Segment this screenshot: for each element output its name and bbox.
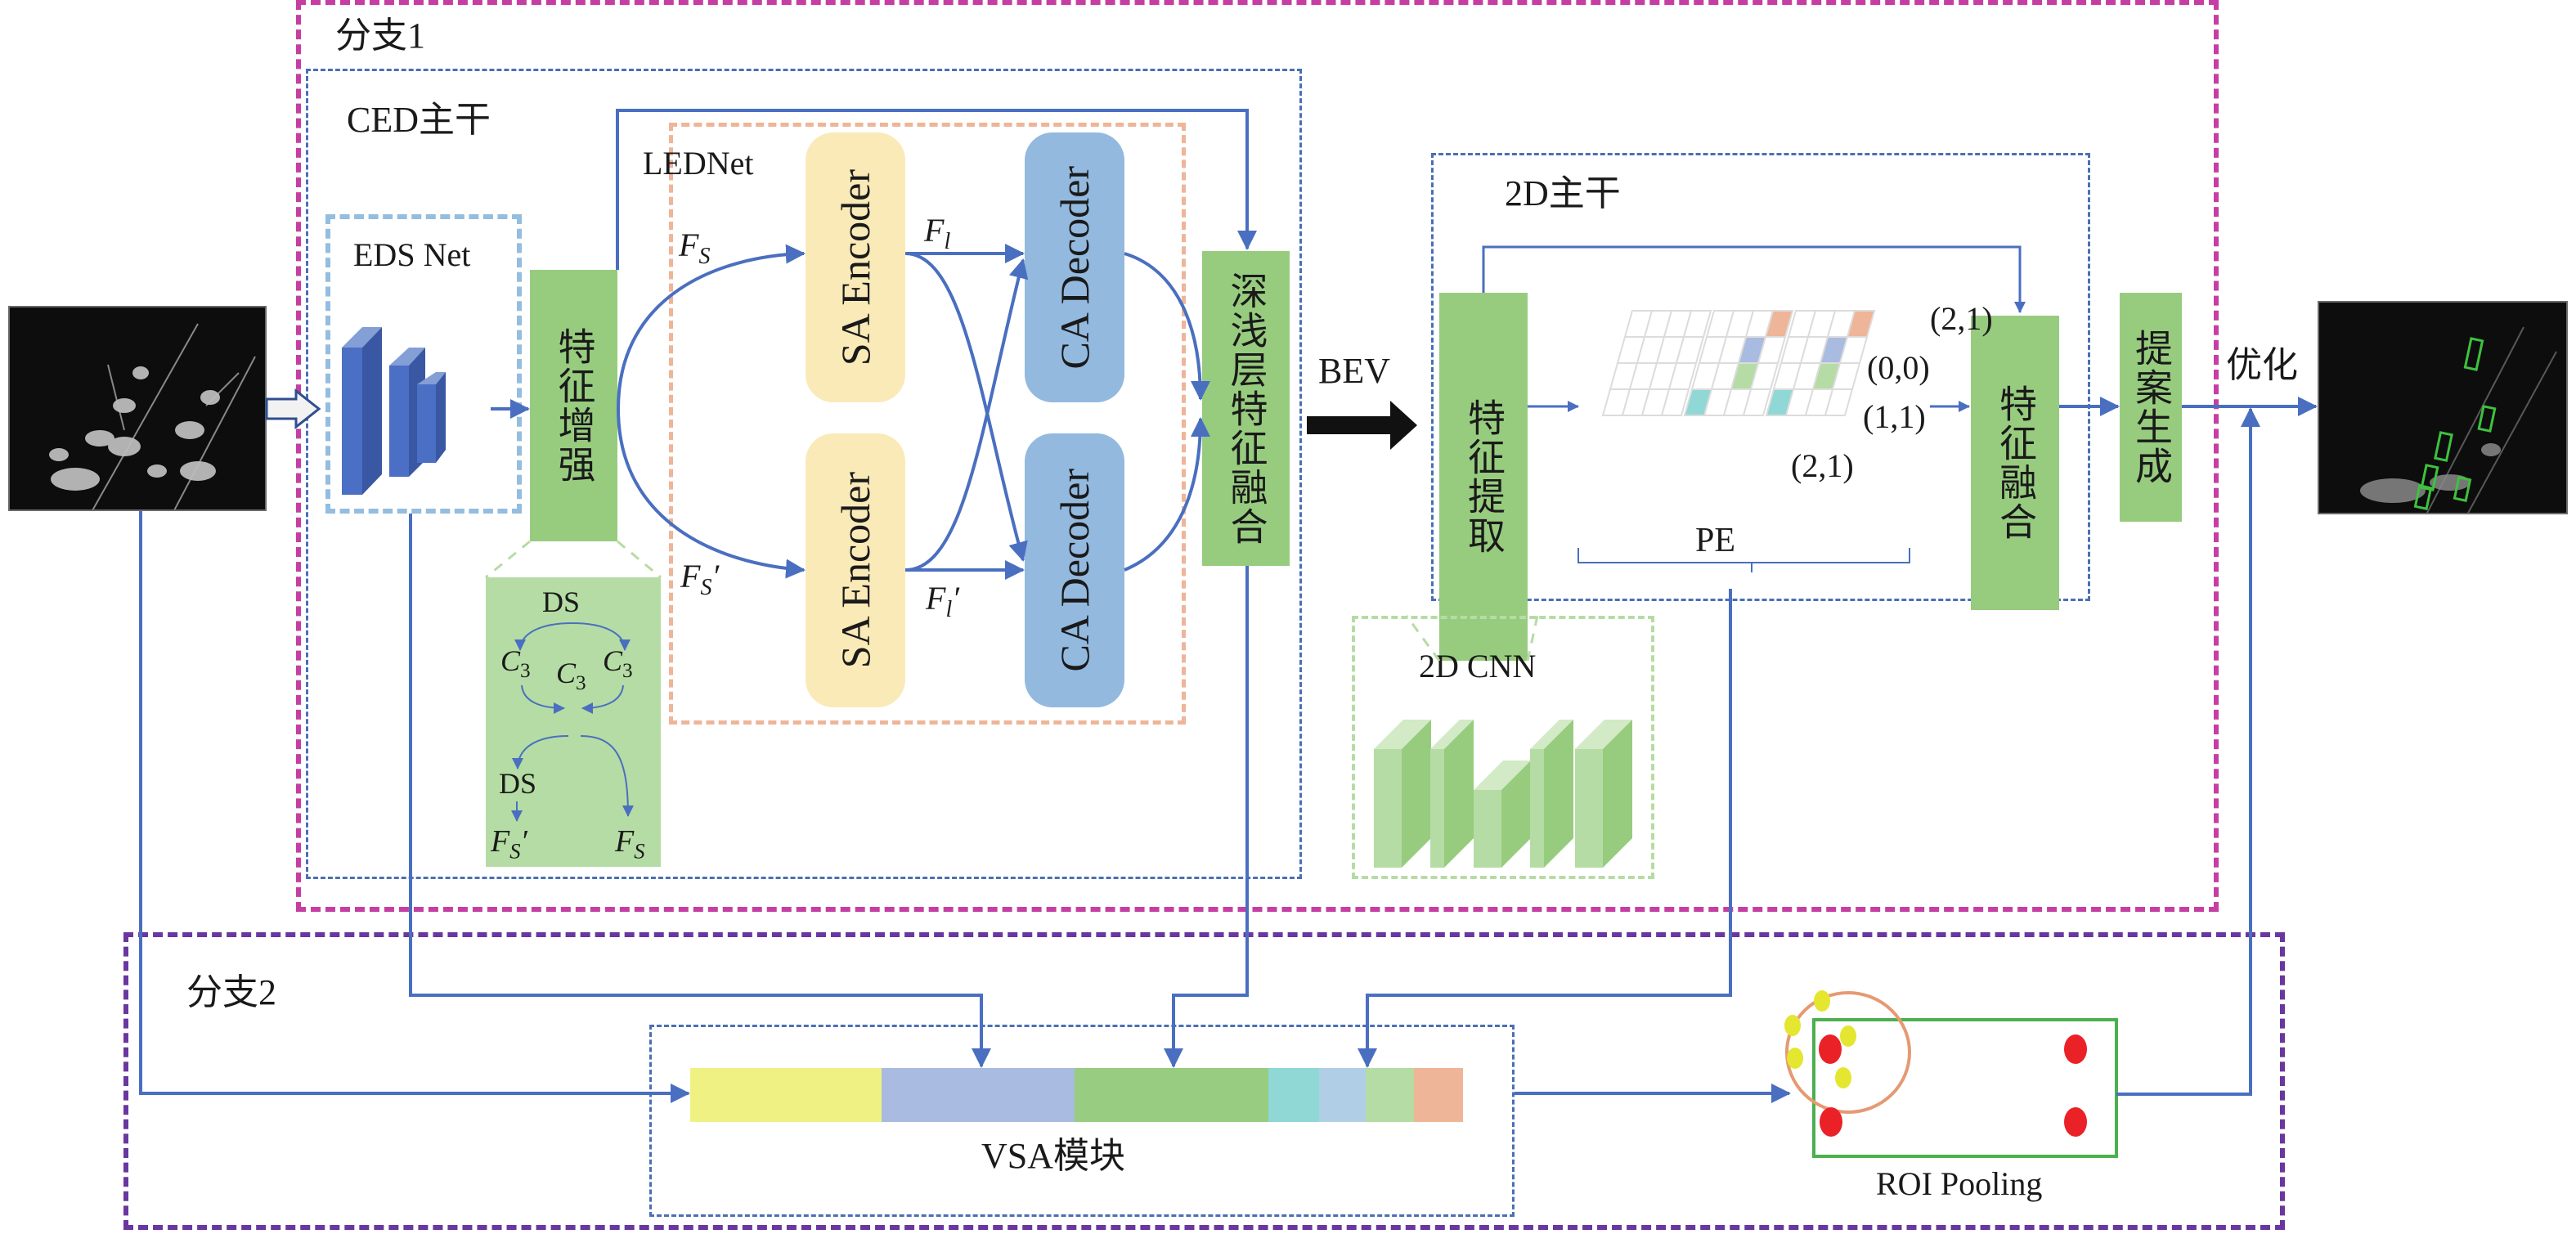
pe-coord-2: (0,0) (1867, 349, 1930, 386)
feature-enhance-label: 特征增强 (553, 327, 595, 484)
ds-bottom-label: DS (499, 767, 537, 800)
fs-prime-label: FS′ (680, 560, 719, 599)
fs-prime-sub: S (700, 575, 712, 600)
ds-out-left-sub: S (509, 838, 521, 864)
fl-prime-mark: ′ (952, 580, 959, 617)
proposal-generation-block: 提案生成 (2120, 293, 2182, 522)
fs-text: F (679, 227, 699, 263)
detection-boxes (2360, 326, 2557, 513)
branch1-label: 分支1 (335, 16, 425, 56)
fl-label: Fl (924, 214, 950, 254)
vsa-segment-6 (1366, 1068, 1414, 1122)
ds-detail-panel (486, 577, 661, 867)
backbone-2d-title: 2D主干 (1505, 173, 1621, 213)
fl-text: F (924, 212, 945, 249)
pe-coord-1: (2,1) (1930, 300, 1993, 337)
c3-center-text: C (556, 657, 577, 689)
ca-decoder-bottom: CA Decoder (1025, 433, 1124, 707)
c3-right-text: C (603, 644, 623, 677)
vsa-module-box (649, 1025, 1515, 1217)
branch2-label: 分支2 (186, 972, 276, 1012)
c3-left-text: C (500, 644, 521, 677)
ca-decoder-bottom-label: CA Decoder (1052, 469, 1097, 672)
feature-fusion-label: 特征融合 (1995, 384, 2036, 541)
roi-pooling-label: ROI Pooling (1876, 1165, 2043, 1202)
c3-right-sub: 3 (622, 660, 633, 683)
vsa-feature-bar (690, 1068, 1463, 1122)
sa-encoder-bottom-label: SA Encoder (832, 472, 878, 669)
eds-net-title: EDS Net (353, 236, 471, 273)
fl-sub: l (944, 229, 951, 254)
lednet-title: LEDNet (643, 145, 754, 182)
ds-output-fs-prime: FS′ (491, 826, 527, 862)
bev-label: BEV (1318, 351, 1390, 391)
vsa-module-label: VSA模块 (981, 1136, 1126, 1176)
pe-coord-3: (1,1) (1863, 398, 1926, 435)
vsa-segment-4 (1268, 1068, 1319, 1122)
backbone-2d-box (1431, 153, 2090, 601)
c3-left-sub: 3 (520, 660, 531, 683)
fs-sub: S (698, 244, 711, 269)
ds-out-left-text: F (491, 824, 510, 859)
refine-label: 优化 (2226, 345, 2298, 385)
input-point-cloud-image (8, 306, 267, 511)
c3-center-label: C3 (556, 658, 586, 693)
vsa-segment-2 (882, 1068, 1075, 1122)
ced-backbone-title: CED主干 (347, 100, 491, 140)
vsa-segment-7 (1414, 1068, 1463, 1122)
fl-prime-label: Fl′ (926, 582, 959, 621)
output-detection-image (2318, 301, 2568, 514)
ds-out-right-sub: S (634, 838, 645, 864)
sa-encoder-top-label: SA Encoder (832, 168, 878, 366)
fs-label: FS (679, 229, 710, 268)
proposal-generation-label: 提案生成 (2130, 329, 2172, 486)
deep-shallow-fusion-label: 深浅层特征融合 (1225, 271, 1268, 546)
ds-output-fs: FS (615, 826, 645, 862)
vsa-segment-5 (1319, 1068, 1366, 1122)
vsa-segment-3 (1075, 1068, 1268, 1122)
vsa-segment-1 (690, 1068, 882, 1122)
feature-extract-block: 特征提取 (1439, 293, 1528, 661)
ca-decoder-top-label: CA Decoder (1052, 165, 1097, 370)
c3-right-label: C3 (603, 646, 633, 681)
feature-enhance-block: 特征增强 (530, 270, 617, 541)
point-cloud-scatter (49, 323, 256, 509)
c3-left-label: C3 (500, 646, 531, 681)
feature-fusion-block: 特征融合 (1971, 316, 2059, 610)
ds-out-right-text: F (615, 824, 635, 859)
fl-prime-text: F (926, 580, 946, 617)
ds-out-left-mark: ′ (520, 824, 527, 859)
feature-extract-label: 特征提取 (1463, 398, 1505, 555)
ds-top-label: DS (542, 586, 581, 618)
fs-prime-mark: ′ (711, 558, 720, 595)
pe-coord-4: (2,1) (1791, 447, 1854, 484)
sa-encoder-bottom: SA Encoder (806, 433, 905, 707)
cnn-2d-title: 2D CNN (1419, 648, 1537, 684)
sa-encoder-top: SA Encoder (806, 132, 905, 402)
c3-center-sub: 3 (576, 672, 586, 695)
deep-shallow-fusion-block: 深浅层特征融合 (1202, 251, 1290, 566)
ca-decoder-top: CA Decoder (1025, 132, 1124, 402)
pe-label: PE (1695, 522, 1736, 559)
fs-prime-text: F (680, 558, 701, 595)
